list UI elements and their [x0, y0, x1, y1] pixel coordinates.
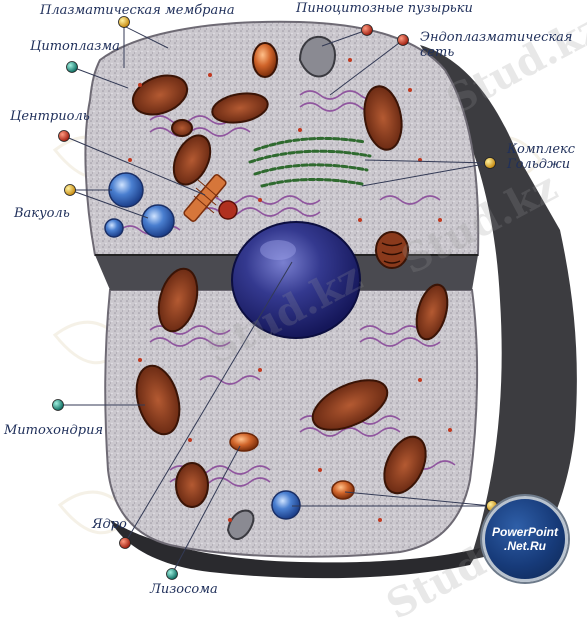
powerpoint-logo: PowerPoint .Net.Ru [482, 496, 568, 582]
mitochondrion [311, 379, 389, 431]
label-centriole: Центриоль [10, 109, 90, 124]
label-pinocytic-vesicles: Пиноцитозные пузырьки [296, 1, 473, 16]
pin-er [397, 34, 409, 46]
leader-cytoplasm [71, 66, 129, 89]
vacuole [271, 490, 301, 520]
lysosome [331, 480, 355, 500]
pin-pinocytic [361, 24, 373, 36]
vacuole [104, 218, 124, 238]
leader-nucleus [124, 261, 293, 544]
lysosome [229, 432, 259, 452]
label-cytoplasm: Цитоплазма [30, 39, 120, 54]
leader-pinocytic [321, 29, 368, 47]
mitochondrion [415, 283, 449, 341]
cell-illustration [52, 16, 577, 580]
logo-line2: .Net.Ru [504, 539, 546, 553]
label-golgi-line2: Гольджи [507, 157, 571, 172]
label-lysosome: Лизосома [150, 582, 218, 597]
mitochondrion [171, 119, 193, 137]
label-er-line1: Эндоплазматическая [420, 30, 573, 45]
cell-lower-edge [110, 520, 480, 579]
mitochondrion-cross-section [375, 231, 409, 269]
leader-plasma-membrane-2 [123, 25, 169, 49]
leader-lines [58, 22, 493, 575]
mitochondrion [383, 435, 427, 495]
label-nucleus: Ядро [92, 517, 127, 532]
pinocytic-vesicles [226, 35, 337, 540]
pin-cytoplasm [66, 61, 78, 73]
label-plasma-membrane: Плазматическая мембрана [40, 3, 235, 18]
label-vacuole: Вакуоль [14, 206, 70, 221]
mitochondria-group [131, 42, 449, 508]
leader-lysosome [171, 445, 241, 575]
leader-golgi-2 [361, 162, 491, 187]
logo-line1: PowerPoint [491, 525, 558, 539]
leader-er [329, 39, 404, 96]
pin-golgi [484, 157, 496, 169]
label-golgi-line1: Комплекс [507, 142, 576, 157]
pin-nucleus [119, 537, 131, 549]
centriole [183, 174, 238, 222]
mitochondrion [363, 85, 403, 151]
pin-mitochondria [52, 399, 64, 411]
vacuole [108, 172, 144, 208]
vacuole [141, 204, 175, 238]
mitochondrion [172, 134, 212, 186]
leader-centriole [63, 135, 206, 196]
leader-vacuole-2 [69, 189, 149, 219]
pin-plasma-membrane [118, 16, 130, 28]
pin-centriole [58, 130, 70, 142]
mitochondrion [175, 462, 209, 508]
lysosomes [229, 432, 355, 500]
vacuoles [104, 172, 301, 520]
pin-lysosome [166, 568, 178, 580]
mitochondrion [211, 92, 269, 124]
label-mitochondria: Митохондрия [4, 423, 104, 438]
golgi-complex [248, 136, 372, 188]
pin-vacuole [64, 184, 76, 196]
leader-golgi [364, 159, 491, 164]
mitochondrion [252, 42, 278, 78]
mitochondrion [131, 74, 189, 116]
leader-logo-1 [344, 491, 493, 507]
cell-side-shadow [420, 45, 577, 560]
mitochondrion [157, 267, 199, 333]
label-er-line2: сеть [420, 45, 455, 60]
cell-diagram: Stud.kz Stud.kz Stud.kz Stud.kz Плазмати… [4, 1, 587, 629]
